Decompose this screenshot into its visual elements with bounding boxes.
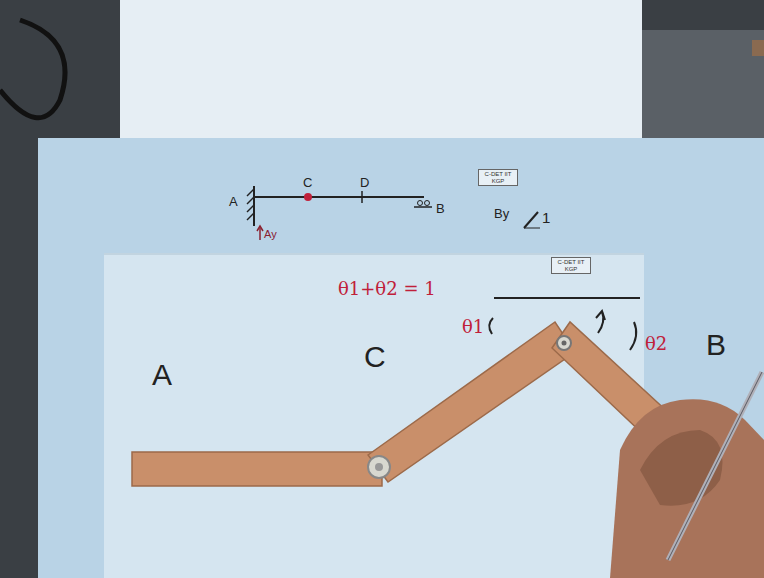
watermark-stamp: C-DET IIT KGP	[551, 257, 591, 274]
ordinate-value: 1	[542, 210, 550, 225]
support-label: B	[436, 202, 445, 215]
point-label: D	[360, 176, 369, 189]
angle-label: θ1	[462, 318, 484, 336]
watermark-stamp: C-DET IIT KGP	[478, 169, 518, 186]
hinge-label: C	[364, 342, 386, 372]
hinge-label: C	[303, 176, 312, 189]
equation-note: θ1+θ2 = 1	[338, 280, 436, 298]
reaction-label: Ay	[264, 229, 277, 240]
angle-label: θ2	[645, 335, 667, 353]
support-label: A	[229, 195, 238, 208]
point-label: A	[152, 360, 172, 390]
reaction-label: By	[494, 207, 509, 220]
point-label: B	[706, 330, 726, 360]
